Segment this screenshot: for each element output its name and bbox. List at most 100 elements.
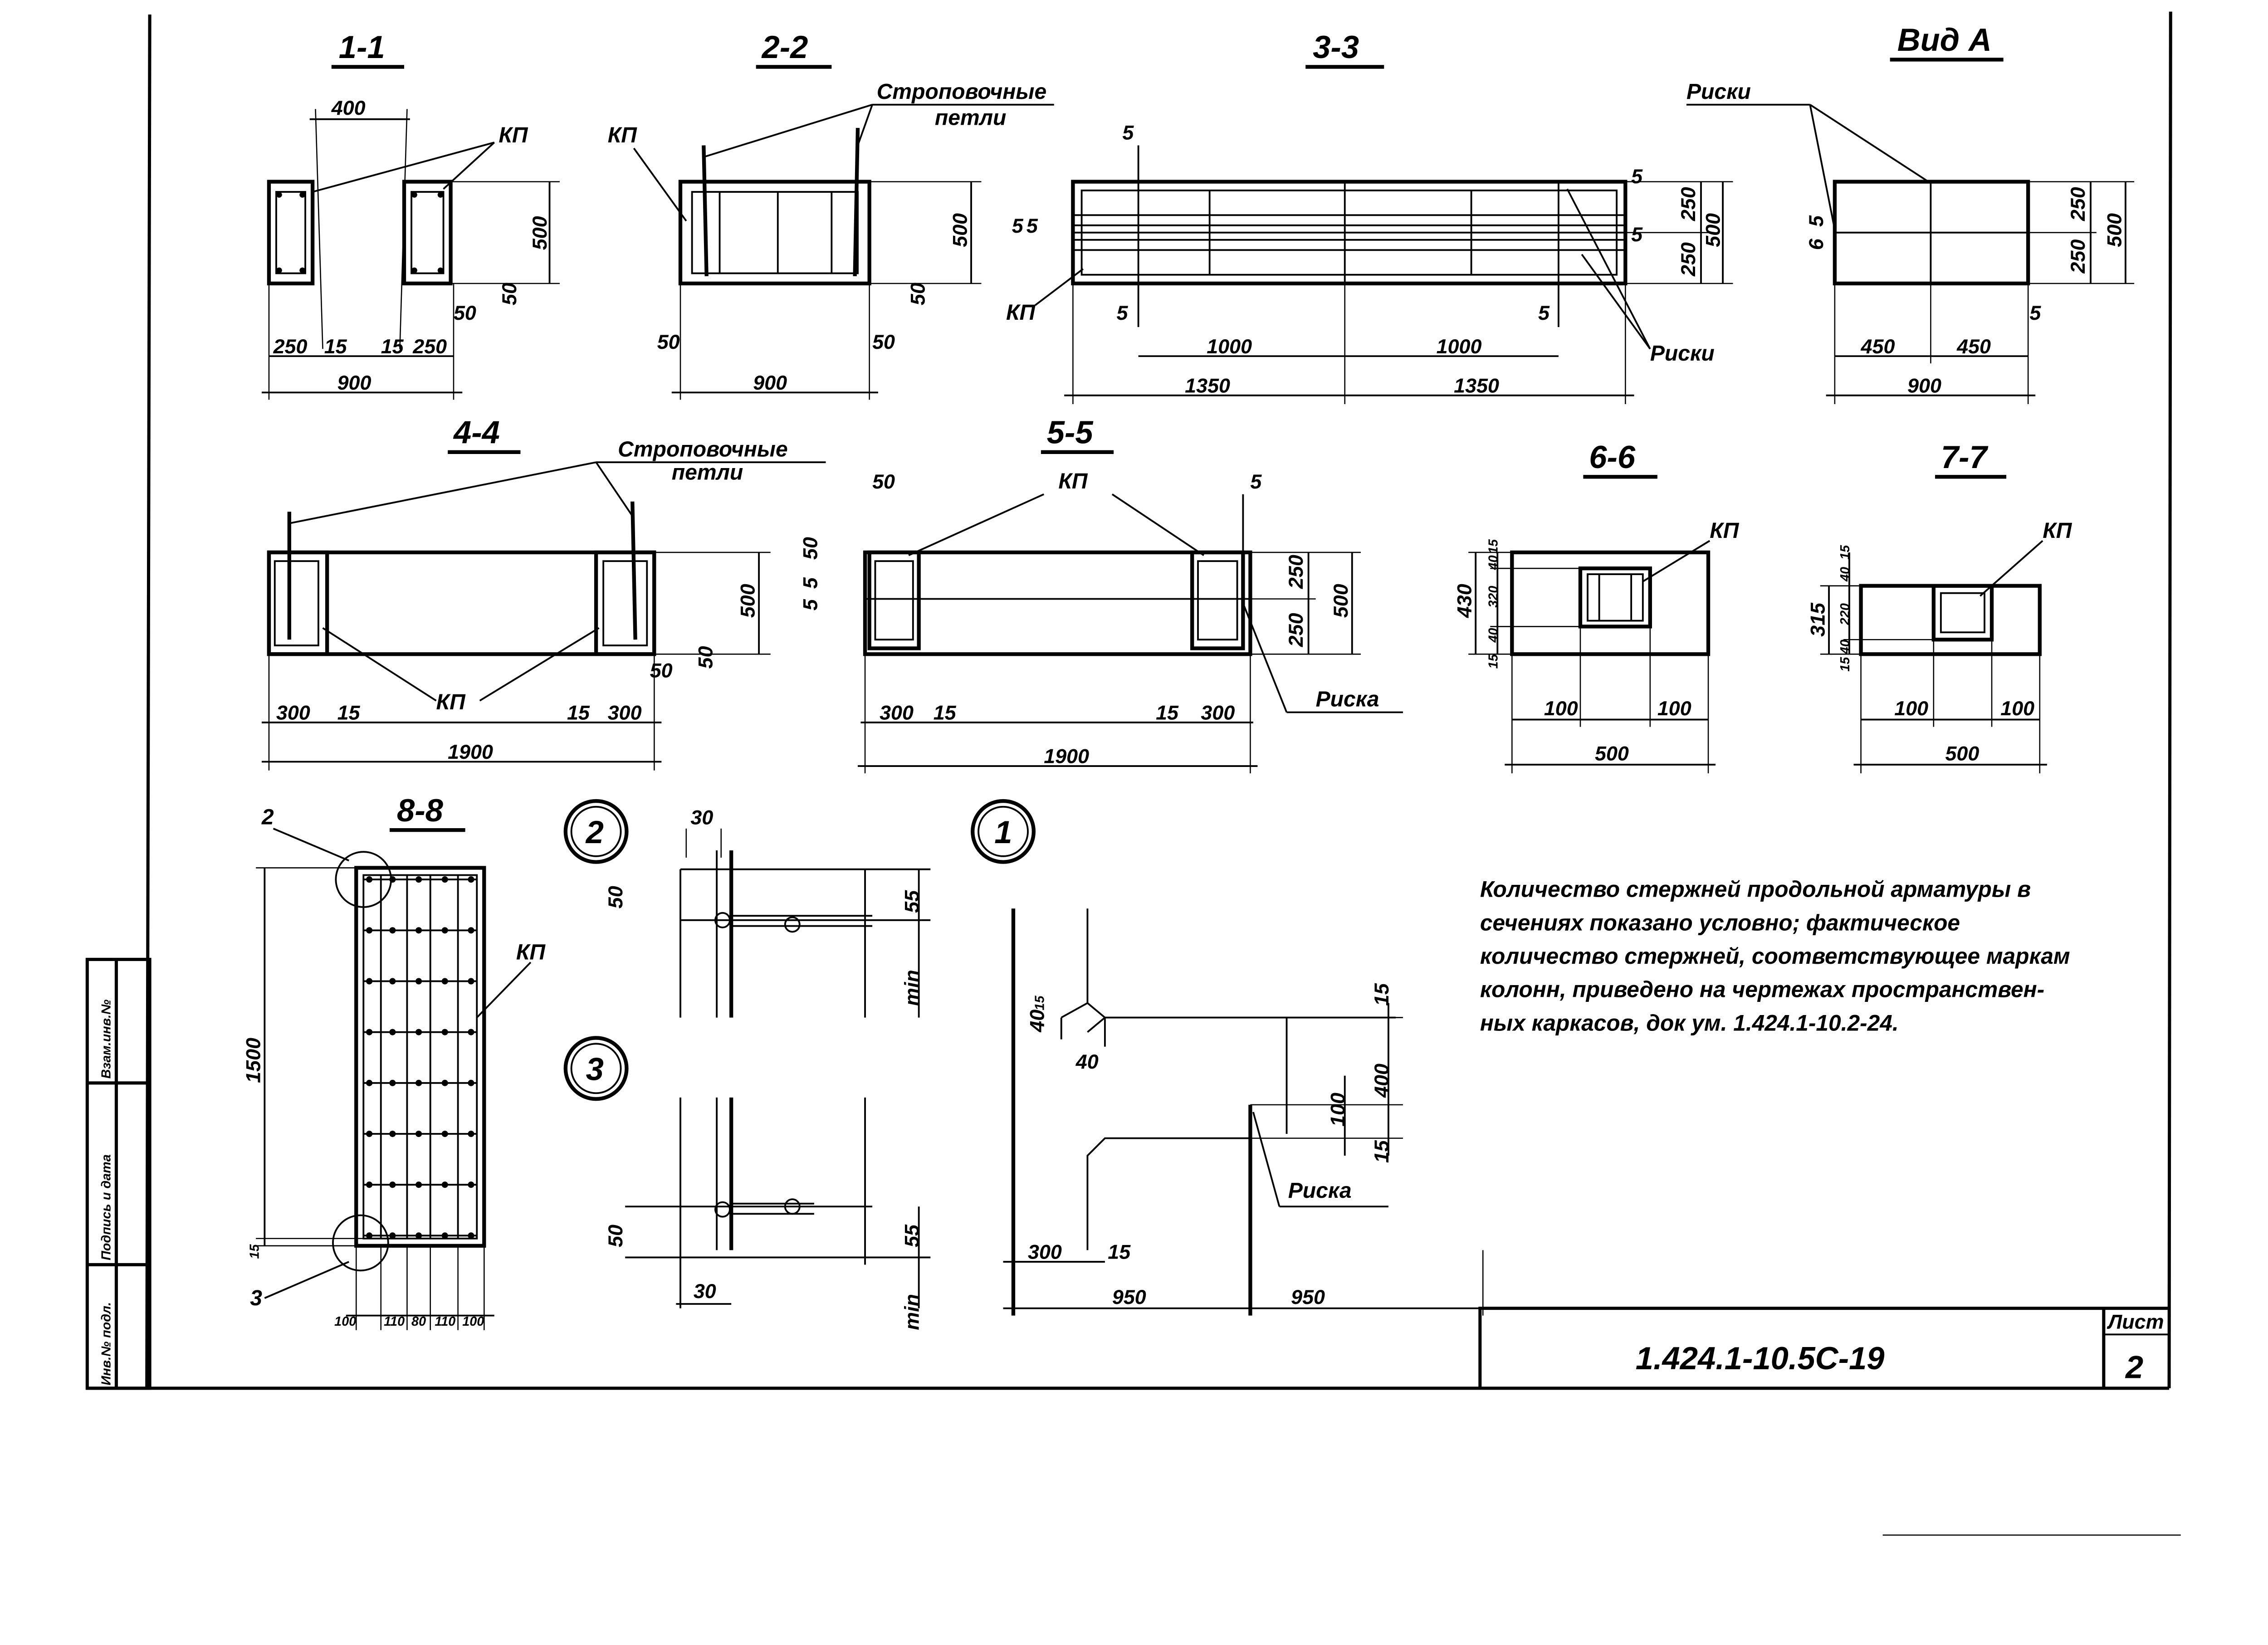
rebar-dot: [389, 1079, 396, 1086]
dim-text: 50: [872, 330, 895, 353]
mark-label: Риска: [1288, 1178, 1352, 1203]
kp-label: КП: [608, 123, 638, 147]
dim-text: 250: [412, 335, 447, 358]
rebar-dot: [468, 876, 474, 883]
kp-label: КП: [516, 940, 546, 964]
rebar-dot: [441, 1181, 448, 1188]
dim-text: 40: [1838, 639, 1853, 654]
dim-text: 5: [1804, 215, 1828, 227]
dim-text: 5: [2029, 301, 2041, 324]
dim-text: 50: [604, 886, 627, 908]
rebar-dot: [441, 978, 448, 985]
dim-text: 900: [753, 371, 787, 394]
dim-text: 5: [1538, 301, 1550, 324]
dim-text: 500: [528, 216, 551, 250]
section-title: 5-5: [1047, 415, 1094, 450]
dim-text: 250: [1284, 613, 1307, 647]
dim-text: 110: [384, 1314, 405, 1329]
lifting-loops-label: Строповочные: [877, 79, 1047, 104]
stamp-inv-no: Инв.№ подл.: [99, 1302, 114, 1386]
dim-text: 5: [1122, 121, 1134, 144]
rebar-dot: [468, 978, 474, 985]
dim-text: 80: [411, 1314, 426, 1329]
section-4-4: 4-4 Строповочные петли 500 50 50 КП 300 …: [261, 415, 826, 771]
detail-1: 1 40 15 40 15 400 100 15 Риска 300 15 95…: [971, 799, 1491, 1316]
rebar-dot: [468, 1079, 474, 1086]
dim-text: 500: [948, 213, 971, 247]
dim-text: 55: [900, 890, 924, 913]
dim-text: 100: [1894, 697, 1928, 720]
dim-text: 500: [1701, 213, 1725, 247]
dim-text: 100: [1544, 697, 1578, 720]
note-line: ных каркасов, док ум. 1.424.1-10.2-24.: [1480, 1010, 1899, 1035]
dim-text: 15: [381, 335, 404, 358]
section-title: 1-1: [339, 29, 385, 65]
rebar-dot: [389, 1181, 396, 1188]
rebar-dot: [389, 1130, 396, 1137]
dim-text: 15: [1486, 539, 1501, 554]
dim-text: 1000: [1207, 335, 1252, 358]
dim-text: 100: [2000, 697, 2034, 720]
dim-text: 30: [690, 805, 713, 829]
rebar-dot: [389, 927, 396, 934]
rebar-dot: [415, 1079, 422, 1086]
rebar-dot: [415, 1029, 422, 1035]
section-title: Вид А: [1897, 22, 1992, 58]
rebar-dot: [389, 1232, 396, 1239]
dim-text: 900: [1907, 374, 1941, 397]
dim-text: 950: [1291, 1285, 1325, 1308]
sheet-number: 2: [2125, 1349, 2143, 1385]
dim-text: 500: [736, 584, 759, 618]
lifting-loops-label: петли: [672, 460, 743, 485]
kp-label: КП: [436, 690, 466, 714]
dim-text: 100: [1326, 1093, 1349, 1127]
section-title: 3-3: [1313, 29, 1359, 65]
rebar-dot: [468, 927, 474, 934]
dim-text: 300: [1201, 701, 1235, 724]
title-block: 1.424.1-10.5С-19 Лист 2: [1478, 1307, 2170, 1388]
dim-text: 15: [324, 335, 347, 358]
dim-text: 15: [1108, 1240, 1131, 1264]
dim-text: 450: [1861, 335, 1895, 358]
dim-text: 100: [462, 1314, 484, 1329]
dim-text: 1350: [1185, 374, 1230, 397]
dim-text: 315: [1806, 602, 1829, 637]
dim-text: 500: [1329, 584, 1352, 618]
rebar-dot: [441, 876, 448, 883]
general-note: Количество стержней продольной арматуры …: [1480, 877, 2070, 1036]
dim-text: min: [900, 970, 924, 1006]
rebar-dot: [441, 1029, 448, 1035]
dim-text: 1900: [448, 740, 493, 763]
dim-text: 220: [1838, 603, 1853, 625]
section-title: 2-2: [761, 29, 808, 65]
kp-label: КП: [1710, 518, 1740, 543]
dim-text: 900: [337, 371, 371, 394]
dim-text: 15: [1838, 545, 1853, 560]
dim-text: 300: [276, 701, 310, 724]
dim-text: 500: [1945, 742, 1979, 765]
section-5-5: 5-5 КП 50 5 50 5 5 250 250 500 Риска 300…: [798, 415, 1403, 774]
section-6-6: 6-6 КП 430 15 40 320 40 15 100 100 500: [1453, 439, 1740, 774]
dim-text: 300: [880, 701, 914, 724]
drawing-sheet: Инв.№ подл. Подпись и дата Взам.инв.№ 1.…: [85, 11, 2181, 1536]
dim-text: 5: [798, 599, 821, 610]
dim-text: 15: [248, 1244, 262, 1259]
rebar-dot: [468, 1130, 474, 1137]
dim-text: 950: [1112, 1285, 1146, 1308]
dim-text: 250: [1284, 555, 1307, 589]
dim-text: 50: [650, 659, 673, 682]
reinforcement-grid: [363, 875, 477, 1239]
dim-text: 100: [1657, 697, 1691, 720]
rebar-dot: [366, 876, 373, 883]
dim-text: 15: [1370, 1140, 1393, 1163]
lifting-loops-label: петли: [935, 106, 1006, 130]
dim-text: 40: [1075, 1050, 1099, 1073]
sheet-frame: [87, 11, 2181, 1536]
rebar-dot: [415, 1232, 422, 1239]
detail-2: 2 30 50 55 min: [563, 799, 931, 1018]
kp-label: КП: [1006, 300, 1036, 325]
kp-label: КП: [2043, 518, 2072, 543]
mark-label: Риска: [1316, 687, 1379, 712]
dim-text: 1900: [1044, 745, 1089, 768]
rebar-dot: [441, 1079, 448, 1086]
